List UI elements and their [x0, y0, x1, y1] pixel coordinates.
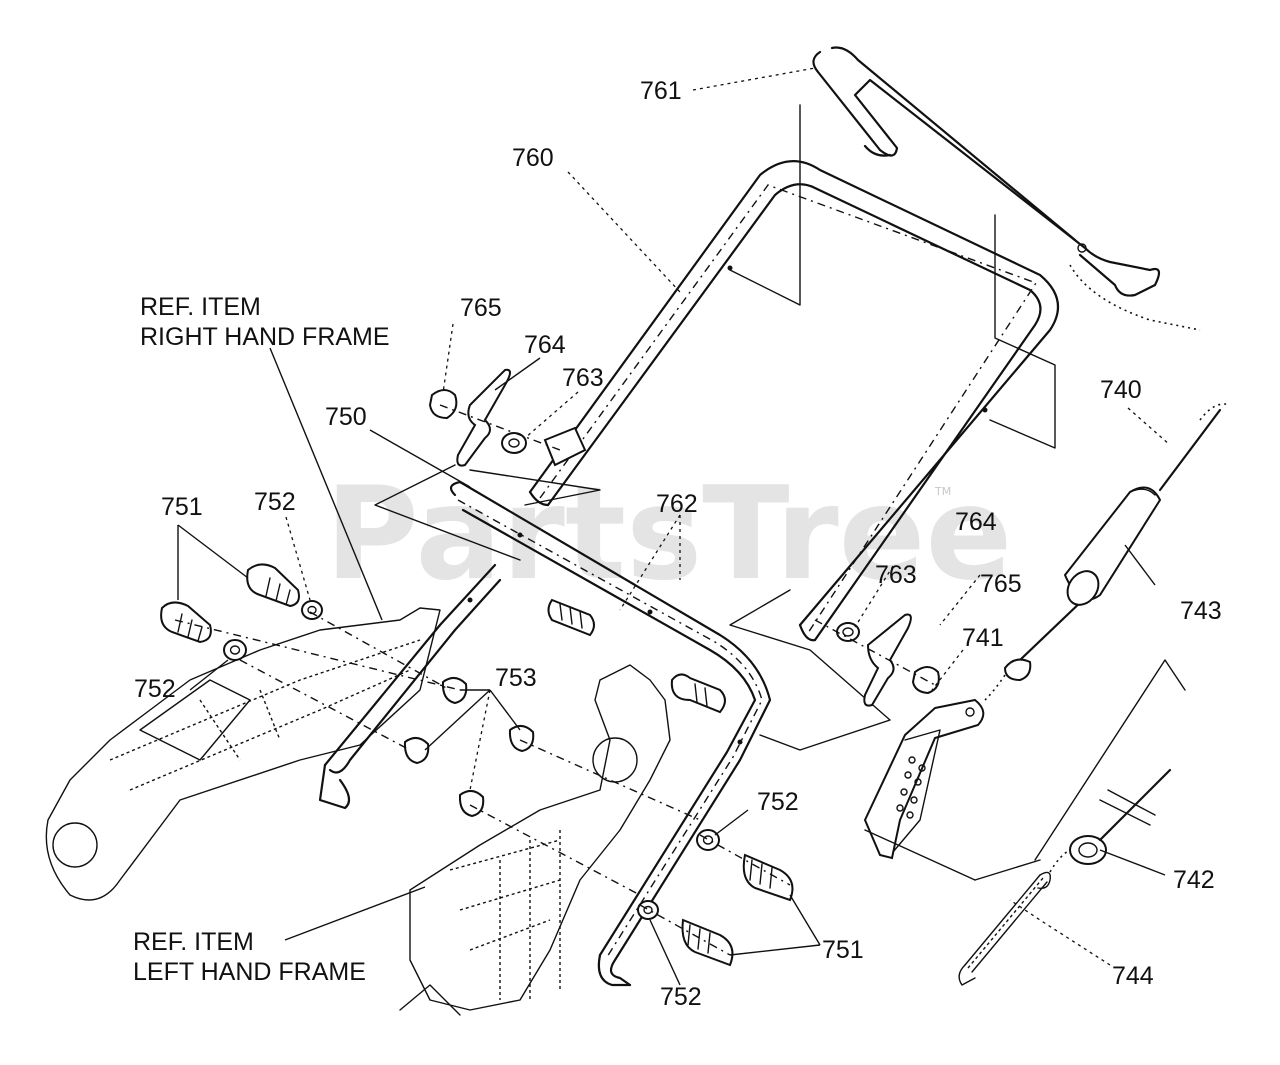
label-751-left: 751	[161, 493, 203, 521]
right-hand-frame	[45, 607, 441, 901]
label-751-right: 751	[822, 936, 864, 964]
hidden-sheet-bracket	[1034, 659, 1186, 861]
ref-left-frame-line2: LEFT HAND FRAME	[133, 958, 366, 986]
centerline-right-lower	[639, 904, 731, 956]
lower-handle-750[interactable]	[318, 480, 772, 987]
assembly-centerlines-left	[174, 611, 701, 896]
label-762: 762	[656, 490, 698, 518]
label-750: 750	[325, 403, 367, 431]
knob-assembly-right[interactable]	[814, 613, 940, 707]
label-752-right-upper: 752	[757, 788, 799, 816]
bracket-holes	[896, 756, 926, 819]
spring-744[interactable]	[958, 871, 1051, 986]
ref-right-frame-line1: REF. ITEM	[140, 293, 261, 321]
bolt-751-upper-left[interactable]	[246, 563, 300, 608]
nuts-753[interactable]	[403, 677, 535, 818]
ref-left-frame-line1: REF. ITEM	[133, 928, 254, 956]
ref-right-frame-line2: RIGHT HAND FRAME	[140, 323, 390, 351]
watermark-tm: TM	[934, 485, 951, 498]
bolt-751-right-upper[interactable]	[742, 853, 794, 902]
centerline-right-upper	[699, 834, 791, 886]
label-760: 760	[512, 144, 554, 172]
bolt-762-upper[interactable]	[547, 598, 595, 637]
label-764-upper: 764	[524, 331, 566, 359]
hidden-sheet-upper	[729, 104, 1056, 449]
bolt-751-lower-left[interactable]	[160, 601, 212, 644]
washer-752-upper-left[interactable]	[301, 600, 323, 620]
label-743: 743	[1180, 597, 1222, 625]
label-752-right-lower: 752	[660, 983, 702, 1011]
label-765-right: 765	[980, 570, 1022, 598]
hidden-sheet-lower	[374, 464, 891, 751]
label-752-upper-left: 752	[254, 488, 296, 516]
label-753: 753	[495, 664, 537, 692]
bolt-762-lower[interactable]	[670, 673, 726, 714]
label-761: 761	[640, 77, 682, 105]
label-752-lower-left: 752	[134, 675, 176, 703]
cable-740[interactable]	[984, 403, 1231, 701]
label-763-upper: 763	[562, 364, 604, 392]
label-744: 744	[1112, 962, 1154, 990]
label-741: 741	[962, 624, 1004, 652]
boot-743[interactable]	[1061, 486, 1162, 611]
left-hand-frame	[399, 664, 671, 1016]
bracket-741[interactable]	[863, 698, 985, 860]
eye-bolt-742[interactable]	[1069, 768, 1172, 865]
label-763-right: 763	[875, 561, 917, 589]
leader-lines	[177, 67, 1171, 986]
label-742: 742	[1173, 866, 1215, 894]
washer-752-right-lower[interactable]	[637, 900, 659, 920]
label-740: 740	[1100, 376, 1142, 404]
watermark-text: PartsTree	[325, 460, 1012, 609]
bolt-751-right-lower[interactable]	[681, 918, 734, 967]
upper-handle-760[interactable]	[528, 160, 1060, 642]
control-bail-761[interactable]	[812, 46, 1201, 331]
label-764-right: 764	[955, 508, 997, 536]
knob-assembly-upper[interactable]	[428, 368, 587, 467]
label-765-upper: 765	[460, 294, 502, 322]
washer-752-right-upper[interactable]	[696, 829, 720, 851]
